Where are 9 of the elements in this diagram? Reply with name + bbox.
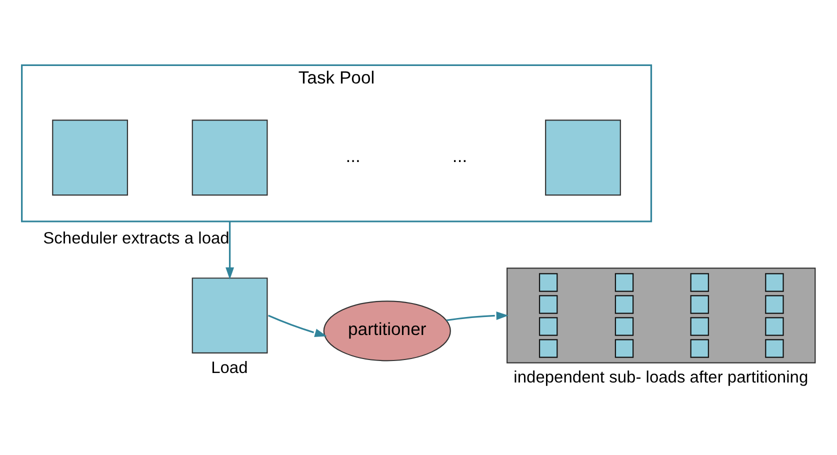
arrow [446, 311, 508, 322]
node-label: independent sub- loads after partitioning [514, 368, 808, 387]
arrow [226, 221, 234, 280]
edge-label: Scheduler extracts a load [43, 230, 230, 248]
label: ... [346, 146, 360, 166]
node-label: Load [211, 358, 248, 377]
node-ellipse: partitioner [323, 300, 451, 362]
arrow [268, 314, 327, 337]
label: ... [452, 146, 468, 166]
